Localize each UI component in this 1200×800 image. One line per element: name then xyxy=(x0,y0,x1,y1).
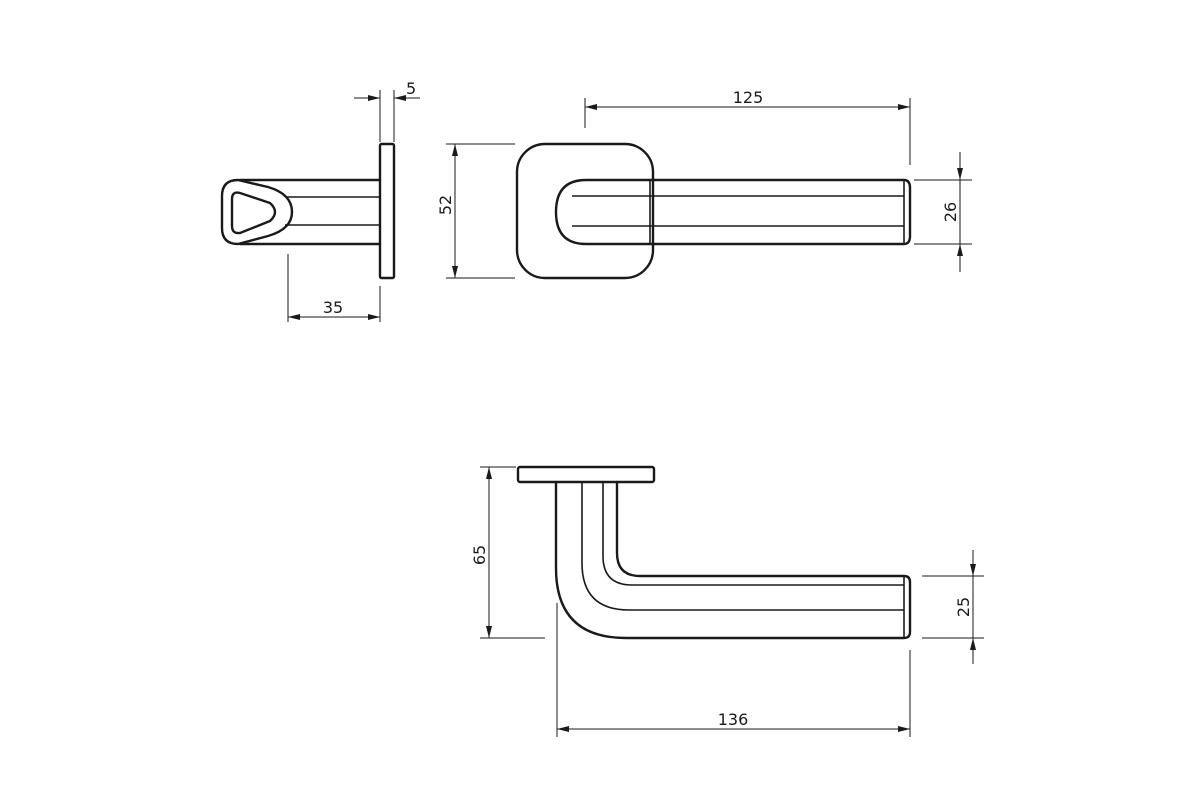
side-view: 5 35 xyxy=(220,79,420,322)
arrow xyxy=(970,638,976,650)
arrow xyxy=(585,104,597,110)
top-view: 65 25 136 xyxy=(470,465,984,737)
dim-overall-height: 65 xyxy=(470,466,545,639)
dim-label-overall-length: 136 xyxy=(718,710,749,729)
top-lever-line-lower xyxy=(581,482,904,611)
side-rosette-plate xyxy=(378,142,396,280)
front-lever-outline xyxy=(554,178,912,246)
arrow xyxy=(394,95,406,101)
dim-label-rosette-height: 52 xyxy=(436,195,455,215)
arrow xyxy=(486,467,492,479)
arrow xyxy=(368,314,380,320)
front-rosette xyxy=(515,142,655,280)
dim-lever-width-front: 26 xyxy=(914,152,972,272)
arrow xyxy=(452,266,458,278)
front-view: 52 125 26 xyxy=(436,88,972,280)
arrow xyxy=(898,726,910,732)
dim-overall-length: 136 xyxy=(556,603,911,737)
dim-label-rosette-thickness: 5 xyxy=(406,79,416,98)
side-end-profile-inner xyxy=(230,191,277,235)
arrow xyxy=(898,104,910,110)
top-lever-outline xyxy=(554,480,912,640)
dim-label-lever-width-front: 26 xyxy=(941,202,960,222)
dim-projection-depth: 35 xyxy=(287,254,381,322)
top-lever-line-upper xyxy=(602,482,904,586)
dim-label-lever-width-top: 25 xyxy=(954,597,973,617)
arrow xyxy=(957,244,963,256)
dim-label-projection-depth: 35 xyxy=(323,298,343,317)
dim-lever-length-front: 125 xyxy=(584,88,911,165)
dim-rosette-height: 52 xyxy=(436,143,515,279)
arrow xyxy=(957,168,963,180)
dim-lever-width-top: 25 xyxy=(922,550,984,664)
arrow xyxy=(557,726,569,732)
arrow xyxy=(368,95,380,101)
arrow xyxy=(486,626,492,638)
arrow xyxy=(452,144,458,156)
dim-rosette-thickness: 5 xyxy=(354,79,420,142)
dim-label-overall-height: 65 xyxy=(470,545,489,565)
top-rosette-plate xyxy=(516,465,656,484)
side-end-profile-outer xyxy=(220,178,294,246)
arrow xyxy=(288,314,300,320)
arrow xyxy=(970,564,976,576)
dim-label-lever-length-front: 125 xyxy=(733,88,764,107)
